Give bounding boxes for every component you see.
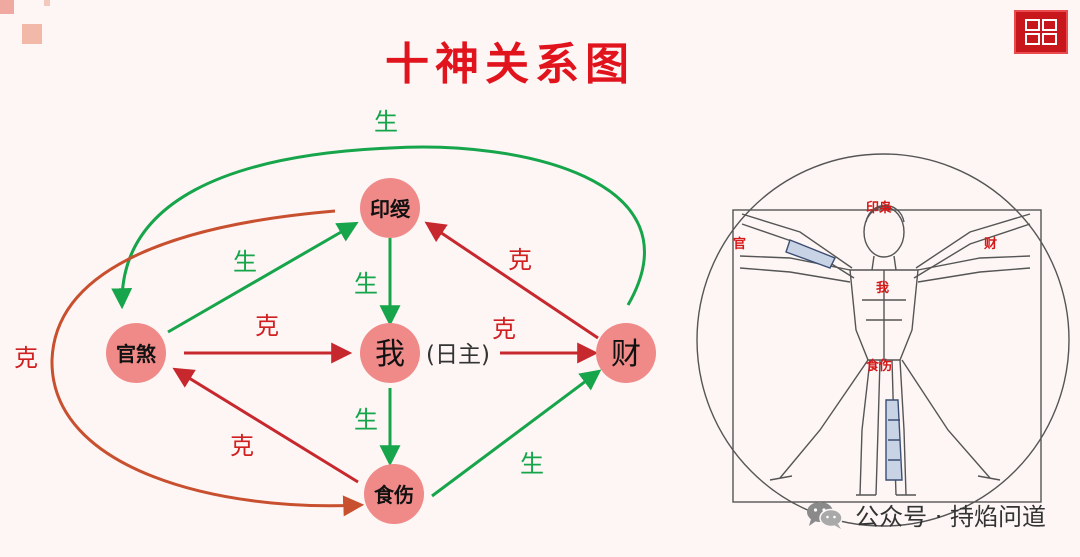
node-yinshou <box>360 178 420 238</box>
node-cai <box>596 323 656 383</box>
watermark-text: 公众号 · 持焰问道 <box>855 503 1046 531</box>
figure-label-wo: 我 <box>876 280 889 296</box>
arrow-shishang-ke-guansha <box>172 367 359 484</box>
corner-decoration <box>44 0 50 6</box>
label-sheng-yinshou-wo: 生 <box>354 270 378 298</box>
figure-label-cai: 财 <box>984 236 997 252</box>
page-title: 十神关系图 <box>385 39 635 90</box>
arrow-guansha-sheng-yinshou <box>167 221 359 334</box>
node-wo <box>360 323 420 383</box>
label-ke-shishang-guansha: 克 <box>230 432 254 460</box>
wechat-icon <box>807 501 843 529</box>
watermark: 公众号 · 持焰问道 <box>805 497 1046 532</box>
corner-decoration <box>22 24 42 44</box>
vitruvian-figure-illustration <box>696 153 1070 527</box>
arrow-yinshou-ke-shishang <box>50 209 365 517</box>
label-ke-wo-cai: 克 <box>492 315 516 343</box>
figure-label-guan: 官 <box>733 236 746 252</box>
node-shishang <box>364 464 424 524</box>
label-sheng-shishang-cai: 生 <box>520 450 544 478</box>
label-sheng-guansha-yinshou: 生 <box>233 248 257 276</box>
node-wo-subtitle: (日主) <box>426 342 490 368</box>
label-ke-cai-yinshou: 克 <box>508 246 532 274</box>
node-wo-label: 我 <box>375 337 405 372</box>
node-yinshou-label: 印绶 <box>370 197 411 221</box>
label-sheng-outer: 生 <box>374 108 398 136</box>
arrow-shishang-sheng-cai <box>431 369 602 498</box>
figure-label-yinxiao: 印枭 <box>866 200 892 216</box>
node-guansha <box>106 323 166 383</box>
arrow-cai-ke-yinshou <box>424 221 599 340</box>
figure-label-shishang: 食伤 <box>866 358 892 374</box>
node-guansha-label: 官煞 <box>116 342 157 366</box>
label-ke-guansha-wo: 克 <box>255 312 279 340</box>
corner-decoration <box>0 0 14 14</box>
node-cai-label: 财 <box>611 337 641 372</box>
seal-logo-icon <box>1025 19 1057 45</box>
label-sheng-wo-shishang: 生 <box>354 406 378 434</box>
seal-logo <box>1014 10 1068 54</box>
arrow-cai-sheng-guansha <box>111 145 646 310</box>
label-ke-outer: 克 <box>14 344 38 372</box>
node-shishang-label: 食伤 <box>374 483 414 507</box>
